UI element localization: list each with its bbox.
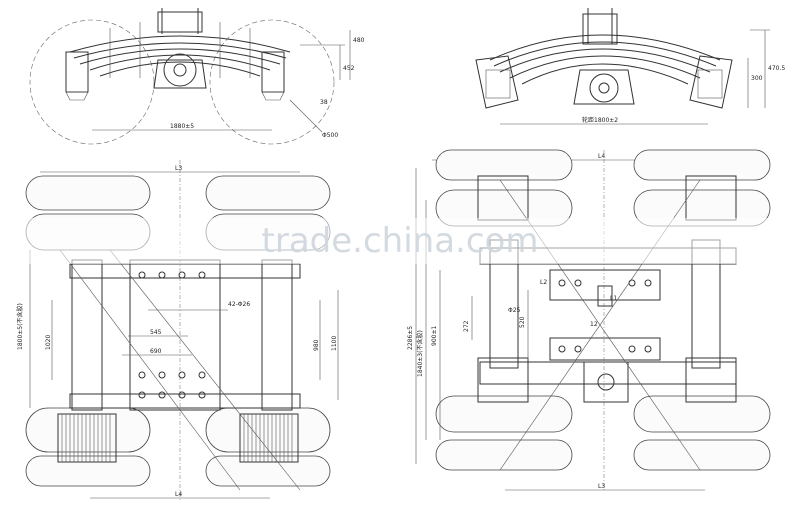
right-end-bracket xyxy=(689,55,733,109)
dim-2286-text: 2286±5 xyxy=(407,326,414,350)
dim-545-text: 545 xyxy=(150,329,162,336)
dim-offset-text: 38 xyxy=(320,99,328,106)
u-bolt-clamp xyxy=(157,11,203,33)
u-bolt-clamp xyxy=(582,13,618,45)
left-end-bracket xyxy=(475,55,519,109)
center-bracket xyxy=(573,69,635,105)
tire xyxy=(25,455,151,487)
dim-1020-text: 1020 xyxy=(45,335,52,350)
tire xyxy=(435,149,573,181)
dim-height-text: 452 xyxy=(343,65,355,72)
cross-plate xyxy=(549,337,661,361)
cross-plate xyxy=(129,259,221,411)
dim-hole-text: Φ25 xyxy=(508,307,521,314)
dim-1100-text: 1100 xyxy=(331,336,338,351)
dim-height2-text: 480 xyxy=(353,37,365,44)
dim-520-text: 520 xyxy=(519,316,526,328)
dim-l2-text: L2 xyxy=(540,279,547,286)
dim-l4-text: L4 xyxy=(598,153,605,160)
tire xyxy=(435,439,573,471)
dim-272-text: 272 xyxy=(463,320,470,332)
dim-1840-text: 1840±3(不含胶) xyxy=(416,330,424,377)
plan-view-right: L4 2286±5 1840±3(不含胶) xyxy=(407,149,771,491)
spring-leaf xyxy=(99,61,261,77)
axle-hub xyxy=(163,53,197,87)
brake-drum xyxy=(239,413,299,463)
dim-l3-text: L3 xyxy=(598,483,605,490)
dim-height2-text: 300 xyxy=(751,75,763,82)
dim-track-text: 轮距1800±2 xyxy=(582,116,618,124)
dim-diameter-text: Φ500 xyxy=(322,132,338,139)
rear-hanger xyxy=(261,51,285,93)
center-bracket xyxy=(153,59,207,89)
side-view-tandem-suspension: 1880±5 452 480 38 Φ500 xyxy=(29,8,365,145)
center-pivot xyxy=(583,361,629,403)
dim-wheelbase-text: 1880±5 xyxy=(170,123,194,130)
hub xyxy=(685,357,737,403)
dim-690-text: 690 xyxy=(150,348,162,355)
wheel-outline-left xyxy=(29,19,155,145)
watermark-band xyxy=(0,218,800,264)
spring-leaf xyxy=(489,34,721,61)
dim-900-text: 900±1 xyxy=(431,326,438,346)
tire xyxy=(25,175,151,211)
watermark-text: trade.china.com xyxy=(262,221,539,261)
dim-l4-text: L4 xyxy=(175,491,182,498)
spring-leaf xyxy=(521,63,689,85)
dim-l3-text: L3 xyxy=(175,165,182,172)
tire xyxy=(633,439,771,471)
front-hanger xyxy=(65,51,89,93)
dim-980-text: 980 xyxy=(313,339,320,351)
spring-leaf xyxy=(69,35,291,53)
cross-plate xyxy=(549,269,661,301)
dim-12-text: 12 xyxy=(590,321,598,328)
wheel-outline-right xyxy=(209,19,335,145)
dim-holes-text: 42-Φ26 xyxy=(228,301,250,308)
side-view-bogie-suspension: 轮距1800±2 470.5 300 xyxy=(475,8,785,125)
leaf-spring-left xyxy=(71,259,103,411)
spring-leaf xyxy=(79,48,281,65)
axle-hub xyxy=(589,73,619,103)
spring-leaf xyxy=(493,41,717,67)
dim-l1-text: L1 xyxy=(610,295,617,302)
brake-drum xyxy=(57,413,117,463)
tire xyxy=(633,149,771,181)
tire xyxy=(633,395,771,433)
tire xyxy=(205,175,331,211)
dim-track-text: 1800±5(不含胶) xyxy=(16,303,24,350)
tire xyxy=(435,395,573,433)
spring-leaf xyxy=(73,42,287,59)
spring-leaf xyxy=(509,55,701,79)
plan-view-left: L3 42-Φ26 545 690 xyxy=(16,160,339,500)
spring-leaf xyxy=(89,54,271,71)
tire xyxy=(25,407,151,453)
hub xyxy=(477,357,529,403)
spring-leaf xyxy=(499,48,711,73)
leaf-spring-right xyxy=(261,259,293,411)
dim-height-text: 470.5 xyxy=(768,65,785,72)
